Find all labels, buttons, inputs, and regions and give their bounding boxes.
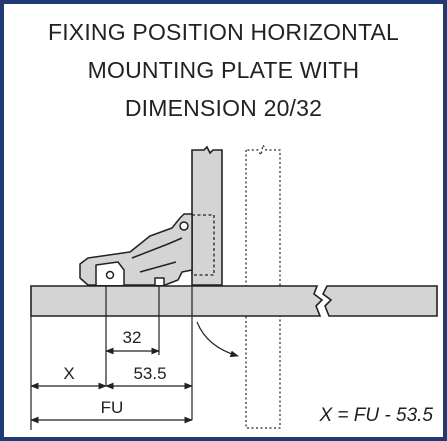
hinge-mechanism: [79, 213, 193, 286]
dimension-32-label: 32: [123, 328, 142, 347]
diagram-title: FIXING POSITION HORIZONTAL MOUNTING PLAT…: [10, 13, 437, 127]
dimension-x: X: [30, 364, 107, 390]
dimension-53-5-label: 53.5: [133, 364, 166, 383]
title-line-3: DIMENSION 20/32: [124, 95, 323, 121]
dimension-x-label: X: [63, 364, 74, 383]
swing-arrow: [196, 321, 239, 358]
dimension-53-5: 53.5: [105, 364, 193, 390]
dimension-32: 32: [105, 328, 160, 355]
extension-lines: [30, 286, 193, 430]
door-open-outline: [245, 143, 281, 429]
title-line-2: MOUNTING PLATE WITH: [87, 57, 360, 83]
dimension-fu-label: FU: [101, 398, 124, 417]
dimension-fu: FU: [30, 398, 193, 424]
cabinet-side-panel: [30, 285, 438, 317]
formula-label: X = FU - 53.5: [318, 405, 433, 426]
title-line-1: FIXING POSITION HORIZONTAL: [47, 19, 400, 45]
door-panel: [191, 145, 223, 286]
